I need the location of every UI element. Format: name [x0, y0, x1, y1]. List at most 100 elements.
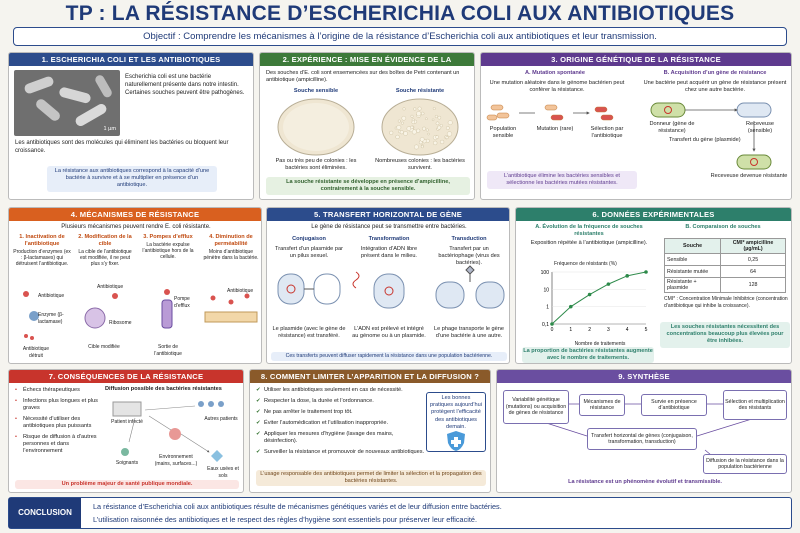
colony: [411, 129, 417, 135]
diffusion-title: Diffusion possible des bactéries résista…: [105, 386, 222, 392]
mechanism-4: 4. Diminution de perméabilité Moins d’an…: [201, 234, 261, 362]
objective-banner: Objectif : Comprendre les mécanismes à l…: [13, 27, 787, 46]
mutation-step-2: Mutation (rare): [536, 126, 574, 132]
transfer-col-3: Transduction Transfert par un bactérioph…: [430, 236, 508, 351]
node-caregivers: Soignants: [115, 460, 139, 466]
list-item-text: Infections plus longues et plus graves: [23, 398, 98, 411]
colony: [425, 128, 429, 132]
colony: [421, 111, 425, 116]
colony: [399, 130, 404, 135]
acquisition-text: Une bactérie peut acquérir un gène de ré…: [643, 80, 787, 93]
data-point: [569, 304, 573, 309]
transfer-intro: Le gène de résistance peut se transmettr…: [311, 224, 467, 230]
conclusion-label: CONCLUSION: [9, 498, 81, 528]
mutation-step-3: Sélection par l’antibiotique: [590, 126, 624, 139]
list-item-text: Nécessité d’utiliser des antibiotiques p…: [23, 416, 92, 429]
colony: [425, 117, 428, 120]
table-note: Les souches résistantes nécessitent des …: [660, 322, 790, 348]
data-point: [587, 292, 592, 297]
list-item-text: Éviter l’automédication et l’utilisation…: [264, 420, 389, 426]
colony: [446, 131, 453, 137]
panel-ecoli: 1. ESCHERICHIA COLI ET LES ANTIBIOTIQUES…: [8, 52, 254, 200]
node-environment: Environnement (mains, surfaces...): [154, 454, 198, 467]
panel-header: 6. DONNÉES EXPÉRIMENTALES: [516, 208, 791, 221]
cmi-footnote: CMI* : Concentration Minimale Inhibitric…: [664, 296, 788, 309]
transfer-col-desc: Transfert d’un plasmide par un pilus sex…: [275, 246, 343, 259]
colony: [411, 120, 416, 125]
panel-transfert: 5. TRANSFERT HORIZONTAL DE GÈNE Le gène …: [266, 207, 510, 364]
transfer-col-title: Transformation: [368, 236, 410, 242]
efflux-pump-illustration: [161, 289, 173, 329]
synthesis-step-1: Variabilité génétique (mutations) ou acq…: [503, 390, 569, 424]
synthesis-note: La résistance est un phénomène évolutif …: [568, 479, 722, 485]
mechanism-label: Antibiotique: [227, 288, 254, 294]
data-point: [550, 322, 554, 326]
panel-header: 8. COMMENT LIMITER L’APPARITION ET LA DI…: [250, 370, 490, 383]
mechanism-label: Ribosome: [109, 320, 132, 326]
colony: [431, 118, 435, 122]
colony: [427, 132, 430, 136]
mechanism-label: Enzyme (β-lactamase): [38, 312, 64, 325]
colony: [445, 126, 450, 130]
mutation-text: Une mutation aléatoire dans le génome ba…: [489, 80, 625, 93]
table-header: CMI* ampicilline (µg/mL): [720, 238, 786, 254]
list-item-text: Appliquer les mesures d’hygiène (lavage …: [264, 431, 394, 444]
table-header: Souche: [663, 238, 722, 254]
transduction-illustration: [435, 265, 505, 309]
mechanism-title: 1. Inactivation de l’antibiotique: [19, 234, 65, 247]
transfer-col-result: Le plasmide (avec le gène de résistance)…: [272, 326, 346, 339]
transfer-col-title: Transduction: [451, 236, 487, 242]
colony: [396, 125, 402, 130]
data-point: [606, 282, 611, 286]
table-cell: Résistante + plasmide: [663, 277, 722, 293]
table-cell: 128: [720, 277, 786, 293]
panel-header: 4. MÉCANISMES DE RÉSISTANCE: [9, 208, 261, 221]
colony: [439, 139, 445, 145]
bullet-icon: •: [15, 416, 17, 422]
mutation-step-1: Population sensible: [489, 126, 517, 139]
bullet-icon: •: [15, 434, 17, 440]
table-title: B. Comparaison de souches: [685, 224, 761, 230]
responsible-use-note: L’usage responsable des antibiotiques pe…: [256, 470, 486, 487]
chart-note: La proportion de bactéries résistantes a…: [522, 347, 654, 363]
mechanism-label: Antibiotique: [38, 293, 65, 299]
transformation-illustration: [352, 271, 405, 309]
colony: [422, 126, 426, 131]
list-item-text: Risque de diffusion à d’autres personnes…: [23, 434, 97, 454]
conclusion-line-1: La résistance d’Escherichia coli aux ant…: [93, 502, 502, 511]
mechanism-desc: Production d’enzymes (ex : β-lactamases)…: [13, 249, 71, 267]
mechanism-label: Pompe d’efflux: [174, 296, 190, 309]
mechanism-1: 1. Inactivation de l’antibiotique Produc…: [12, 234, 72, 362]
y-tick-label: 0,1: [542, 322, 549, 328]
list-item: •Infections plus longues et plus graves: [15, 398, 99, 412]
mechanism-desc: La cible de l’antibiotique est modifiée,…: [78, 249, 132, 267]
public-health-note: Un problème majeur de santé publique mon…: [15, 480, 239, 490]
colony: [447, 120, 453, 126]
colony: [410, 114, 414, 118]
synthesis-step-2: Mécanismes de résistance: [579, 394, 625, 416]
panel-header: 2. EXPÉRIENCE : MISE EN ÉVIDENCE DE LA R…: [260, 53, 474, 77]
colony: [437, 125, 442, 130]
colony: [401, 115, 407, 121]
synthesis-step-4: Sélection et multiplication des résistan…: [723, 390, 787, 420]
colony: [432, 107, 436, 110]
panel-header: 9. SYNTHÈSE: [497, 370, 791, 383]
bullet-icon: ✔: [256, 398, 261, 404]
mechanism-label: Antibiotique: [97, 284, 124, 290]
node-patient: Patient infecté: [111, 419, 143, 425]
transfer-col-2: Transformation Intégration d’ADN libre p…: [350, 236, 428, 351]
mechanism-3: 3. Pompes d’efflux La bactérie expulse l…: [138, 234, 198, 362]
sensitive-label: Souche sensible: [293, 88, 339, 94]
data-point: [625, 274, 629, 278]
panel-synthese: 9. SYNTHÈSE Variabilité génétique (mutat…: [496, 369, 792, 493]
x-tick-label: 3: [607, 327, 610, 333]
list-item: ✔Respecter la dose, la durée et l’ordonn…: [256, 398, 426, 405]
colony: [397, 119, 401, 123]
colony: [410, 125, 414, 130]
shield-icon: [447, 431, 465, 451]
petri-dishes: [277, 98, 459, 156]
list-item-text: Utiliser les antibiotiques seulement en …: [264, 387, 403, 393]
